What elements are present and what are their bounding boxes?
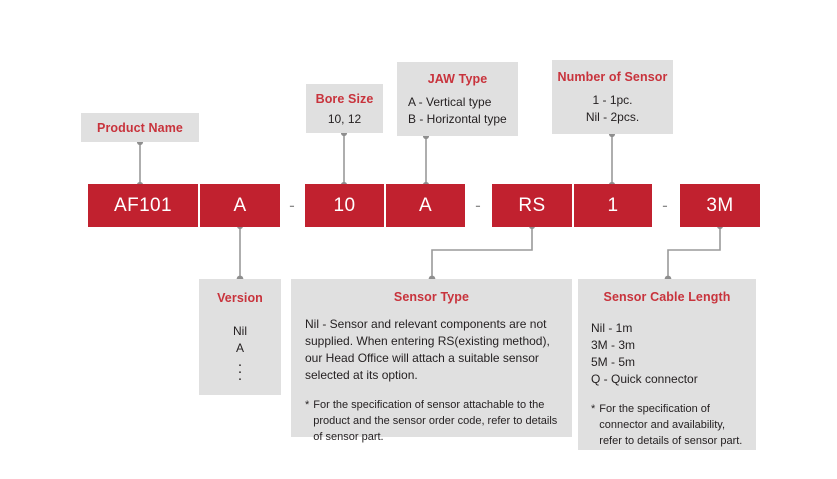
panel-sensor-cable-length-line-1: 3M - 3m: [591, 338, 636, 353]
panel-sensor-cable-length-line-2: 5M - 5m: [591, 355, 636, 370]
panel-version: Version Nil A ···: [199, 279, 281, 395]
panel-sensor-type-note-text: For the specification of sensor attachab…: [313, 399, 558, 443]
separator-dash-3: -: [662, 195, 668, 215]
panel-jaw-type-line-1: B - Horizontal type: [408, 112, 507, 127]
panel-sensor-type-paragraph: Nil - Sensor and relevant components are…: [305, 317, 550, 383]
panel-sensor-type-note: * For the specification of sensor attach…: [305, 398, 558, 446]
panel-sensor-type: Sensor Type Nil - Sensor and relevant co…: [291, 279, 572, 443]
panel-sensor-cable-length-note-text: For the specification of connector and a…: [599, 403, 743, 447]
panel-jaw-type: JAW Type A - Vertical type B - Horizonta…: [397, 62, 518, 136]
vertical-ellipsis-icon: ···: [237, 356, 243, 388]
note-asterisk-marker: *: [305, 399, 310, 412]
separator-dash-1: -: [289, 195, 295, 215]
panel-sensor-cable-length-line-0: Nil - 1m: [591, 321, 633, 335]
panel-sensor-cable-length-line-3: Q - Quick connector: [591, 372, 698, 387]
chip-cable-length[interactable]: 3M: [680, 184, 760, 227]
chip-version[interactable]: A: [200, 184, 280, 227]
panel-bore-size-title: Bore Size: [315, 92, 374, 106]
chip-number-of-sensor[interactable]: 1: [574, 184, 652, 227]
panel-product-name-title: Product Name: [97, 120, 183, 135]
chip-jaw-type[interactable]: A: [386, 184, 465, 227]
chip-sensor-type[interactable]: RS: [492, 184, 572, 227]
panel-version-line-0: Nil: [233, 324, 247, 338]
panel-number-of-sensor: Number of Sensor 1 - 1pc. Nil - 2pcs.: [552, 60, 673, 134]
panel-product-name: Product Name: [81, 113, 199, 142]
panel-bore-size: Bore Size 10, 12: [306, 84, 383, 133]
panel-sensor-cable-length-title: Sensor Cable Length: [603, 290, 731, 304]
panel-number-of-sensor-line-1: Nil - 2pcs.: [585, 110, 640, 125]
panel-jaw-type-title: JAW Type: [427, 72, 488, 86]
separator-dash-2: -: [475, 195, 481, 215]
panel-number-of-sensor-title: Number of Sensor: [557, 70, 668, 84]
panel-bore-size-line-0: 10, 12: [327, 112, 362, 126]
chip-product-name[interactable]: AF101: [88, 184, 198, 227]
panel-number-of-sensor-line-0: 1 - 1pc.: [592, 93, 633, 107]
note-asterisk-marker: *: [591, 403, 596, 416]
panel-version-title: Version: [217, 291, 263, 305]
panel-version-line-1: A: [235, 341, 244, 356]
chip-bore-size[interactable]: 10: [305, 184, 384, 227]
panel-sensor-cable-length: Sensor Cable Length Nil - 1m 3M - 3m 5M …: [578, 279, 756, 450]
panel-sensor-cable-length-note: * For the specification of connector and…: [591, 402, 743, 450]
panel-jaw-type-line-0: A - Vertical type: [408, 95, 492, 109]
panel-sensor-type-title: Sensor Type: [393, 290, 470, 304]
